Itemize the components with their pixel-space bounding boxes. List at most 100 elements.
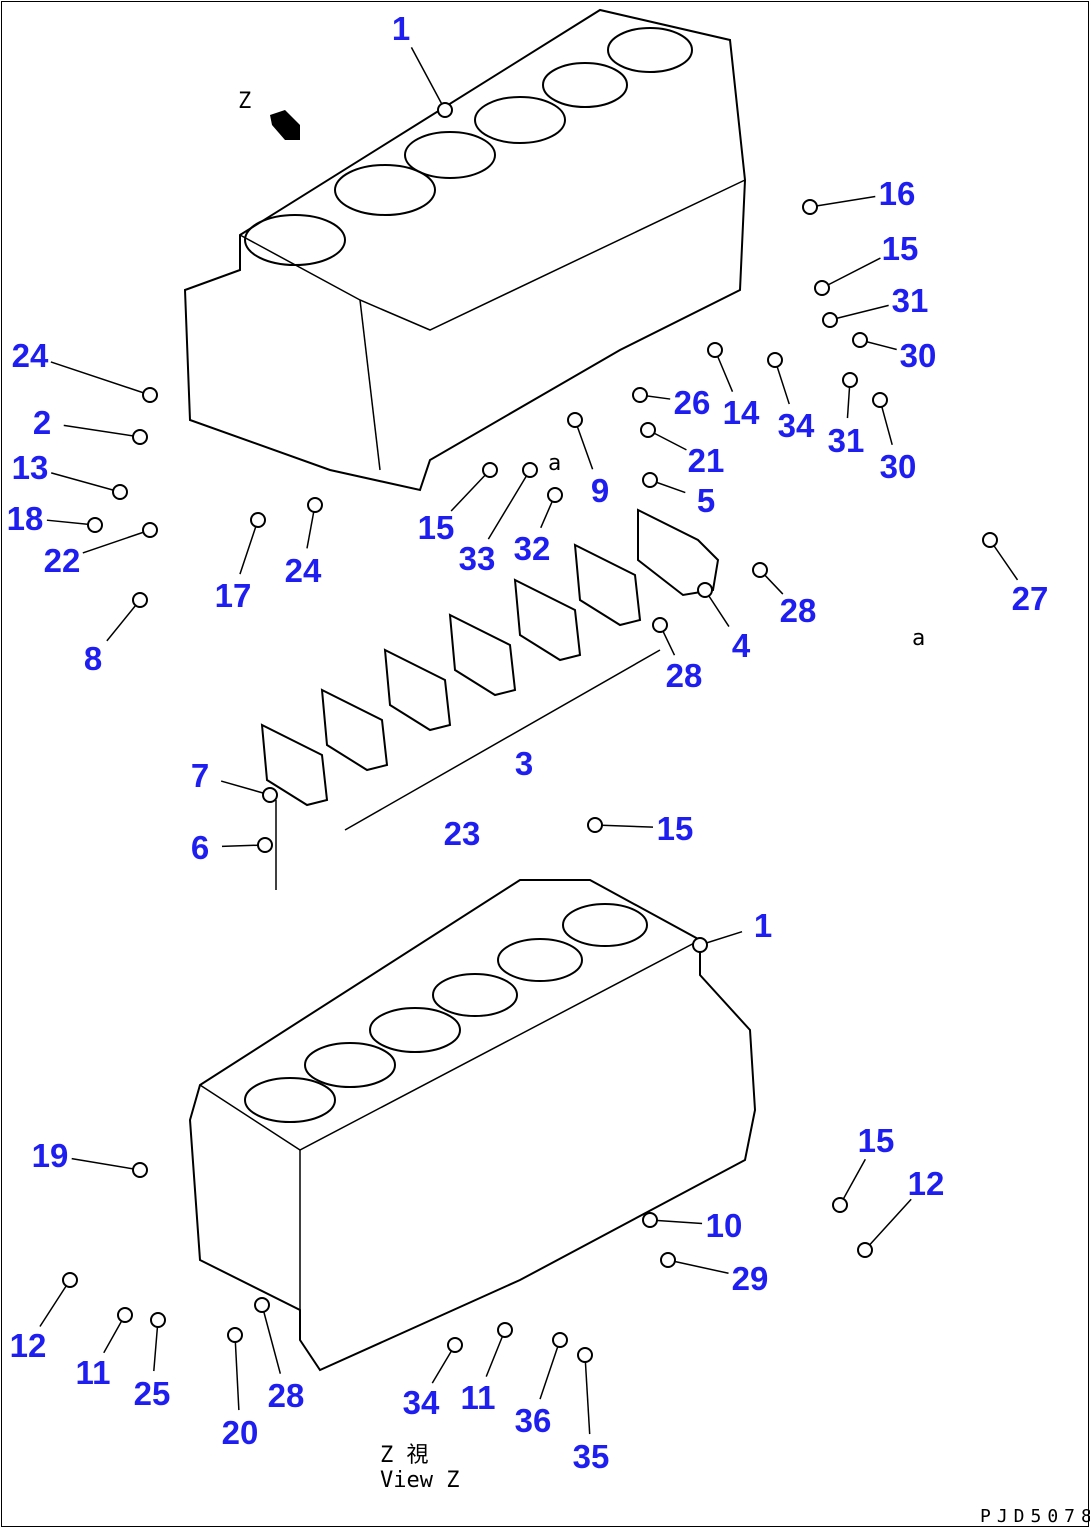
part-4 [697,582,713,598]
part-30 [852,332,868,348]
callout-12: 12 [10,1327,47,1364]
part-19 [132,1162,148,1178]
part-35 [577,1347,593,1363]
part-15 [587,817,603,833]
callout-15: 15 [858,1122,895,1159]
callout-32: 32 [514,530,551,567]
part-14 [707,342,723,358]
part-6 [257,837,273,853]
part-22 [142,522,158,538]
part-36 [552,1332,568,1348]
callout-27: 27 [1012,580,1049,617]
leader-line-28 [261,1304,282,1374]
part-11 [117,1307,133,1323]
callout-1: 1 [392,10,410,47]
callout-5: 5 [697,482,715,519]
part-27 [982,532,998,548]
part-12 [62,1272,78,1288]
callout-12: 12 [908,1165,945,1202]
part-30 [872,392,888,408]
callout-11: 11 [76,1354,111,1391]
cylinder-block-upper [183,8,747,492]
view-caption-en: View Z [380,1468,459,1493]
part-5 [642,472,658,488]
callout-24: 24 [285,552,322,589]
drawing-code: PJD5078 [980,1506,1090,1527]
leader-line-15 [450,469,491,512]
part-8 [132,592,148,608]
main-bearing-caps [260,508,720,890]
callout-31: 31 [828,422,865,459]
reference-mark-a: a [548,451,561,476]
callout-8: 8 [84,640,102,677]
callout-16: 16 [879,175,916,212]
leader-line-18 [46,519,96,526]
callout-14: 14 [723,394,760,431]
callout-24: 24 [12,337,49,374]
callout-3: 3 [515,745,533,782]
leader-line-1 [410,47,446,111]
leader-line-11 [485,1329,506,1377]
part-31 [822,312,838,328]
callout-34: 34 [778,407,815,444]
callout-30: 30 [900,337,937,374]
leader-line-19 [71,1157,141,1171]
leader-line-31 [829,304,889,321]
part-28 [752,562,768,578]
part-12 [857,1242,873,1258]
callout-11: 11 [461,1379,496,1416]
part-26 [632,387,648,403]
leader-line-13 [50,472,121,493]
callout-33: 33 [459,540,496,577]
leader-line-15 [821,257,881,289]
callout-21: 21 [688,442,725,479]
callout-9: 9 [591,472,609,509]
callout-15: 15 [657,810,694,847]
part-7 [262,787,278,803]
leader-line-2 [63,424,141,438]
view-z-marker: Z [238,89,251,114]
callout-20: 20 [222,1414,259,1451]
callout-4: 4 [732,627,751,664]
leader-line-7 [220,780,271,796]
part-15 [482,462,498,478]
callout-2: 2 [33,404,51,441]
callout-28: 28 [268,1377,305,1414]
callout-7: 7 [191,757,209,794]
leader-line-17 [239,519,259,575]
leader-line-12 [864,1198,912,1251]
part-20 [227,1327,243,1343]
part-16 [802,199,818,215]
part-31 [842,372,858,388]
leader-line-25 [153,1319,159,1372]
part-1 [437,102,453,118]
cylinder-block-lower [188,879,757,1372]
callout-1: 1 [754,907,772,944]
part-15 [814,280,830,296]
callout-30: 30 [880,448,917,485]
callout-15: 15 [418,509,455,546]
leader-line-20 [234,1334,240,1411]
part-34 [447,1337,463,1353]
leader-line-24 [50,361,151,396]
part-10 [642,1212,658,1228]
callout-25: 25 [134,1375,171,1412]
callout-23: 23 [444,815,481,852]
leader-line-12 [39,1279,71,1327]
callout-6: 6 [191,829,209,866]
callout-35: 35 [573,1438,610,1475]
leader-line-15 [839,1158,866,1206]
leader-line-33 [487,469,531,540]
leader-line-22 [82,529,151,554]
part-33 [522,462,538,478]
part-17 [250,512,266,528]
callout-26: 26 [674,384,711,421]
part-25 [150,1312,166,1328]
leader-line-15 [594,824,654,828]
part-13 [112,484,128,500]
part-2 [132,429,148,445]
leader-line-36 [539,1339,561,1400]
callout-31: 31 [892,282,929,319]
